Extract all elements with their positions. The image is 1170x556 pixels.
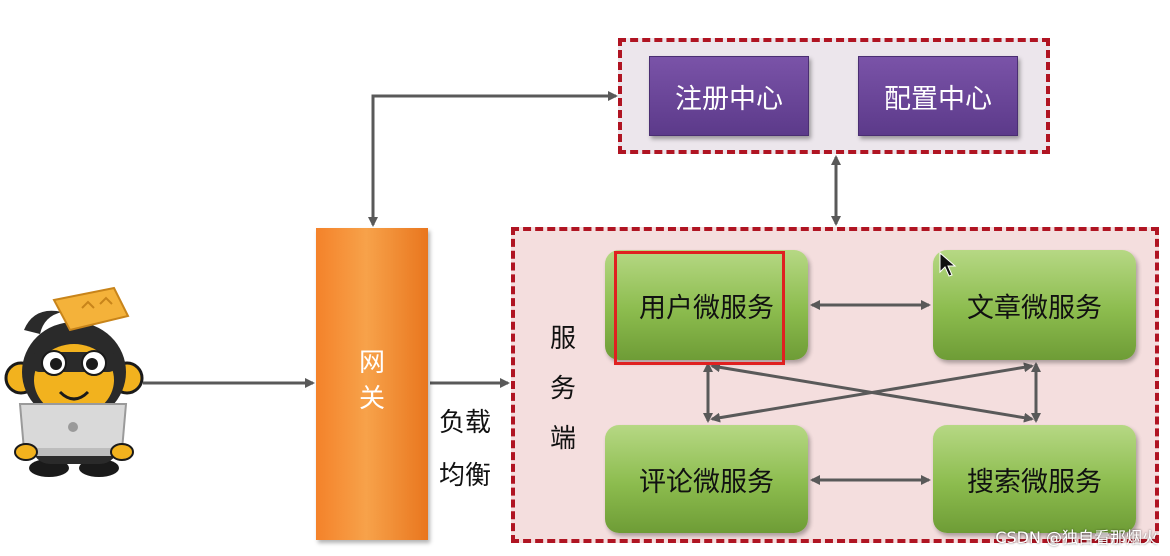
arrow-gateway-registry xyxy=(368,91,618,227)
search-service-box: 搜索微服务 xyxy=(933,425,1136,533)
arrow-article-comment xyxy=(710,362,1034,423)
user-service-highlight xyxy=(614,251,785,365)
server-side-label: 服 务 端 xyxy=(543,314,583,464)
registry-center-box: 注册中心 xyxy=(649,56,809,136)
watermark-text: CSDN @独自看那烟火 xyxy=(995,528,1158,547)
comment-service-label: 评论微服务 xyxy=(639,466,774,498)
server-side-char-1: 服 xyxy=(549,324,576,354)
user-service-box: 用户微服务 xyxy=(605,250,808,360)
gateway-label: 网 关 xyxy=(316,345,428,417)
gateway-label-line2: 关 xyxy=(358,384,385,414)
search-service-label: 搜索微服务 xyxy=(967,466,1102,498)
gateway-bar xyxy=(316,228,428,540)
comment-service-box: 评论微服务 xyxy=(605,425,808,533)
gateway-label-line1: 网 xyxy=(358,348,385,378)
registry-center-label: 注册中心 xyxy=(675,83,783,115)
config-center-label: 配置中心 xyxy=(884,83,992,115)
user-service-label: 用户微服务 xyxy=(639,292,774,324)
load-balance-line2: 均衡 xyxy=(439,461,492,491)
article-service-label: 文章微服务 xyxy=(967,292,1102,324)
mouse-cursor-icon xyxy=(939,252,957,277)
server-side-char-3: 端 xyxy=(549,424,576,454)
load-balance-line1: 负载 xyxy=(439,408,492,438)
server-side-char-2: 务 xyxy=(549,374,576,404)
monkey-mascot-icon xyxy=(4,286,144,477)
config-center-box: 配置中心 xyxy=(858,56,1018,136)
article-service-box: 文章微服务 xyxy=(933,250,1136,360)
